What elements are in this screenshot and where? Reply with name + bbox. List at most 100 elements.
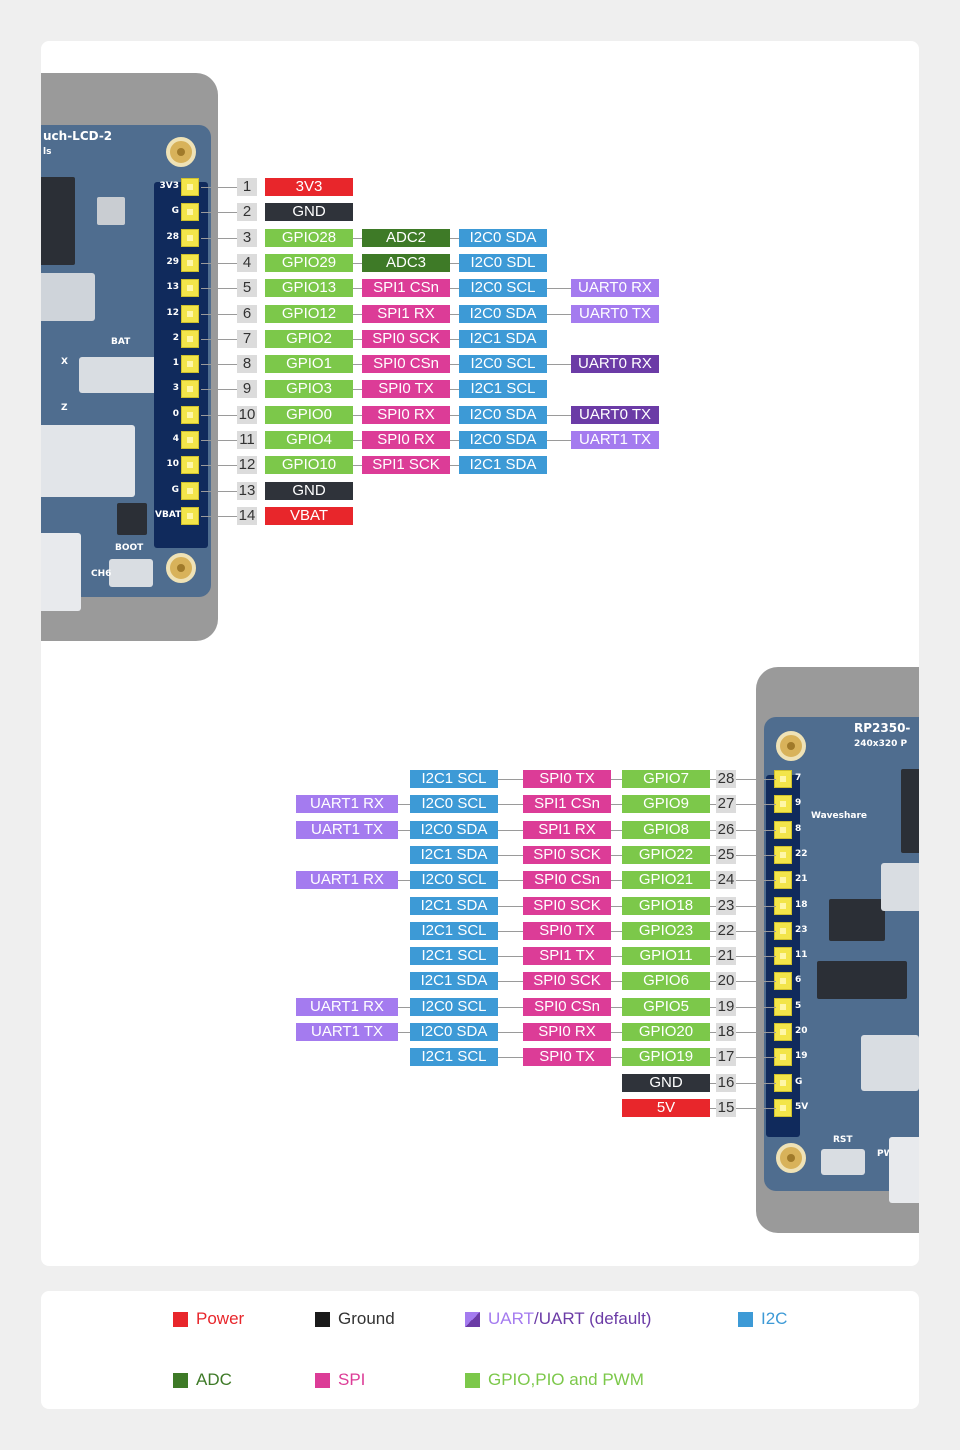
legend-uart-swatch (465, 1311, 480, 1327)
pin-leader-line (201, 313, 237, 315)
legend-uart: UART/UART (default) (465, 1309, 651, 1329)
legend-gpio-label: GPIO,PIO and PWM (488, 1370, 644, 1389)
top-usb-connector (41, 533, 81, 611)
pin-leader-line (201, 440, 237, 441)
pin-function-uart: UART0 TX (571, 304, 659, 323)
pin-number: 18 (716, 1023, 736, 1041)
pin-number: 17 (716, 1048, 736, 1067)
pin-function-adc: ADC3 (362, 253, 450, 272)
pin-function-uart: UART1 RX (296, 997, 398, 1016)
pin-number: 14 (237, 506, 257, 525)
label-connector-line (710, 1057, 716, 1059)
bottom-flash-chip (829, 899, 885, 941)
top-board-title: uch-LCD-2 (43, 129, 113, 143)
pin-number: 7 (237, 329, 257, 348)
pin-number: 28 (716, 770, 736, 788)
legend-card: Power Ground UART/UART (default) I2C ADC… (41, 1291, 919, 1409)
label-connector-line (710, 779, 716, 780)
pin-number: 3 (237, 228, 257, 247)
pin-function-i2c: I2C1 SCL (410, 1048, 498, 1067)
bottom-board-subtitle: 240x320 P (854, 739, 908, 749)
bottom-fpc-connector (861, 1035, 919, 1091)
pin-function-gpio: GPIO13 (265, 279, 353, 298)
pin-leader-line (736, 880, 776, 882)
header-pin-silk-label: 29 (166, 256, 179, 267)
pin-number: 26 (716, 820, 736, 839)
header-pin (774, 1098, 792, 1117)
label-connector-line (353, 237, 362, 239)
pin-function-i2c: I2C1 SCL (459, 380, 547, 399)
pin-function-spi: SPI1 RX (523, 820, 611, 839)
pin-leader-line (201, 262, 237, 264)
top-connector-1 (41, 273, 95, 321)
label-connector-line (547, 364, 571, 366)
label-connector-line (611, 1006, 622, 1008)
pin-leader-line (736, 905, 776, 907)
header-pin-silk-label: 3V3 (159, 181, 180, 191)
pin-function-gpio: GPIO1 (265, 355, 353, 374)
header-pin (774, 770, 792, 788)
label-connector-line (398, 880, 410, 882)
label-connector-line (710, 1082, 716, 1084)
pin-leader-line (736, 779, 776, 780)
label-connector-line (611, 880, 622, 882)
label-connector-line (450, 414, 459, 416)
pin-function-spi: SPI1 TX (523, 947, 611, 966)
header-pin (181, 203, 199, 222)
label-connector-line (450, 338, 459, 340)
label-connector-line (710, 880, 716, 882)
pin-function-gpio: GPIO21 (622, 871, 710, 890)
pin-function-spi: SPI1 RX (362, 304, 450, 323)
label-connector-line (398, 1006, 410, 1008)
bottom-logo: Waveshare (811, 811, 868, 821)
header-pin (181, 405, 199, 424)
pin-number: 23 (716, 896, 736, 915)
pin-leader-line (201, 338, 237, 340)
pin-function-i2c: I2C0 SDA (410, 1023, 498, 1041)
pin-function-i2c: I2C0 SDL (459, 253, 547, 272)
header-pin (774, 972, 792, 991)
label-connector-line (547, 440, 571, 441)
label-connector-line (450, 389, 459, 391)
pin-function-i2c: I2C0 SCL (410, 997, 498, 1016)
pin-function-uart: UART1 TX (296, 820, 398, 839)
header-pin-silk-label: VBAT (155, 509, 182, 520)
label-connector-line (353, 389, 362, 391)
header-pin (181, 329, 199, 348)
pin-leader-line (736, 930, 776, 932)
legend-adc-label: ADC (196, 1370, 232, 1389)
pin-function-power: VBAT (265, 506, 353, 525)
pin-leader-line (201, 465, 237, 467)
header-pin (181, 481, 199, 500)
header-pin-silk-label: 9 (795, 798, 802, 809)
label-connector-line (611, 930, 622, 932)
label-connector-line (710, 956, 716, 958)
pin-function-spi: SPI0 SCK (523, 972, 611, 991)
label-connector-line (498, 956, 523, 958)
label-connector-line (710, 981, 716, 983)
header-pin (774, 921, 792, 940)
label-connector-line (498, 930, 523, 932)
pin-function-spi: SPI1 SCK (362, 456, 450, 475)
pin-function-gpio: GPIO19 (622, 1048, 710, 1067)
pin-leader-line (201, 414, 237, 416)
legend-i2c-swatch (738, 1311, 753, 1327)
pin-function-gpio: GPIO29 (265, 253, 353, 272)
label-connector-line (353, 364, 362, 366)
header-pin (774, 871, 792, 890)
pin-function-gpio: GPIO0 (265, 405, 353, 424)
pin-function-adc: ADC2 (362, 228, 450, 247)
label-connector-line (498, 829, 523, 831)
label-connector-line (710, 854, 716, 856)
label-connector-line (611, 804, 622, 806)
pin-function-gpio: GPIO20 (622, 1023, 710, 1041)
pin-function-i2c: I2C1 SDA (410, 845, 498, 864)
header-pin (181, 178, 199, 196)
top-boot-label: BOOT (115, 543, 144, 553)
header-pin-silk-label: 13 (166, 282, 179, 293)
legend-uart-separator: / (533, 1309, 539, 1328)
header-pin-silk-label: G (171, 206, 179, 217)
header-pin-silk-label: 10 (166, 459, 179, 470)
top-small-chip (97, 197, 125, 225)
header-pin (181, 431, 199, 449)
